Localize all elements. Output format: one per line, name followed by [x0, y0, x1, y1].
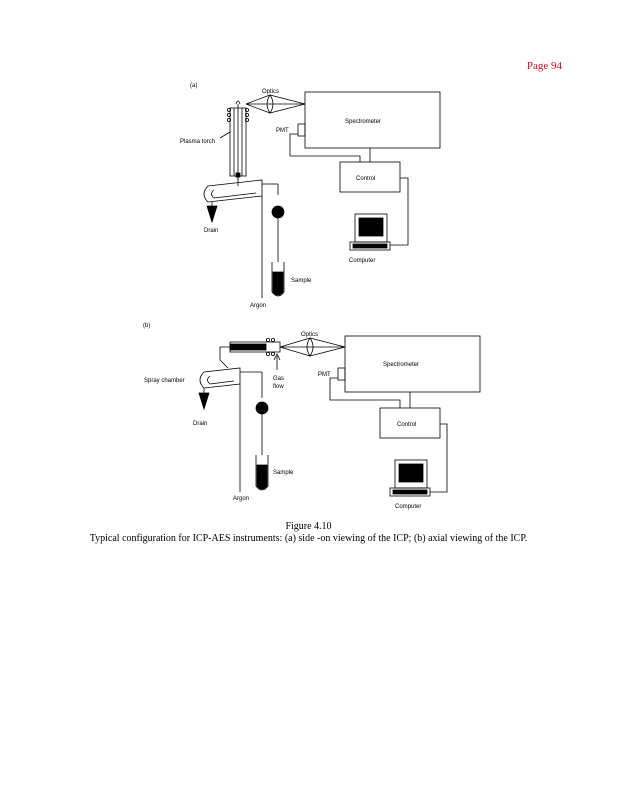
plasma-torch-label: Plasma torch — [180, 139, 215, 145]
pmt-box-b — [337, 367, 346, 381]
spray-chamber-label: Spray chamber — [144, 378, 185, 384]
torch-feed-b — [219, 346, 230, 369]
pmt-box-a — [297, 123, 306, 137]
gas-label: Gas — [273, 376, 284, 382]
drain-arrow-b — [198, 392, 210, 411]
figure-caption-text: Typical configuration for ICP-AES instru… — [89, 533, 528, 544]
sample-label-a: Sample — [291, 278, 312, 284]
flow-label: flow — [273, 384, 284, 390]
panel-b: (b) — [143, 323, 481, 497]
plasma-torch — [226, 100, 249, 180]
argon-label-a: Argon — [250, 303, 266, 309]
page-number: Page 94 — [526, 60, 562, 72]
drain-label-a: Drain — [204, 228, 218, 234]
pump-a — [271, 205, 285, 219]
computer-b — [389, 459, 431, 497]
pmt-label-a: PMT — [276, 128, 289, 134]
panel-b-label: (b) — [143, 323, 150, 329]
drain-arrow-a — [206, 205, 218, 224]
spray-chamber-a — [203, 172, 279, 203]
optics-lens-b — [279, 337, 346, 357]
spray-chamber-b — [199, 367, 263, 398]
pump-b — [255, 401, 269, 415]
sample-tube-b — [255, 455, 269, 491]
control-label-b: Control — [397, 422, 416, 428]
computer-a — [349, 213, 391, 251]
computer-label-b: Computer — [395, 504, 421, 510]
gas-flow-arrow — [273, 353, 281, 370]
spectrometer-box-b — [344, 335, 481, 393]
torch-label-leader — [219, 131, 231, 139]
figure-caption-title: Figure 4.10 — [285, 521, 332, 532]
panel-a-label: (a) — [190, 83, 197, 89]
optics-label-b: Optics — [301, 332, 318, 338]
drain-label-b: Drain — [193, 421, 207, 427]
control-computer-wire-a — [390, 177, 409, 246]
panel-b-labels: Optics Spectrometer PMT Spray chamber Ga… — [144, 332, 421, 510]
sample-label-b: Sample — [273, 470, 294, 476]
argon-label-b: Argon — [233, 496, 249, 502]
pmt-label-b: PMT — [318, 372, 331, 378]
control-label-a: Control — [356, 176, 375, 182]
control-computer-wire-b — [430, 423, 448, 493]
panel-a: (a) — [190, 83, 441, 298]
optics-label-a: Optics — [262, 89, 279, 95]
computer-label-a: Computer — [349, 258, 375, 264]
plasma-torch-horizontal — [229, 337, 281, 356]
spectrometer-box-a — [304, 91, 441, 149]
panel-a-labels: Optics Spectrometer PMT Plasma torch Con… — [180, 89, 381, 309]
spectrometer-label-a: Spectrometer — [345, 119, 381, 125]
sample-tube-a — [271, 262, 285, 297]
spectrometer-label-b: Spectrometer — [383, 362, 419, 368]
optics-lens — [245, 94, 306, 114]
pmt-control-wire-a — [289, 133, 361, 162]
pmt-control-wire-b — [329, 377, 401, 408]
